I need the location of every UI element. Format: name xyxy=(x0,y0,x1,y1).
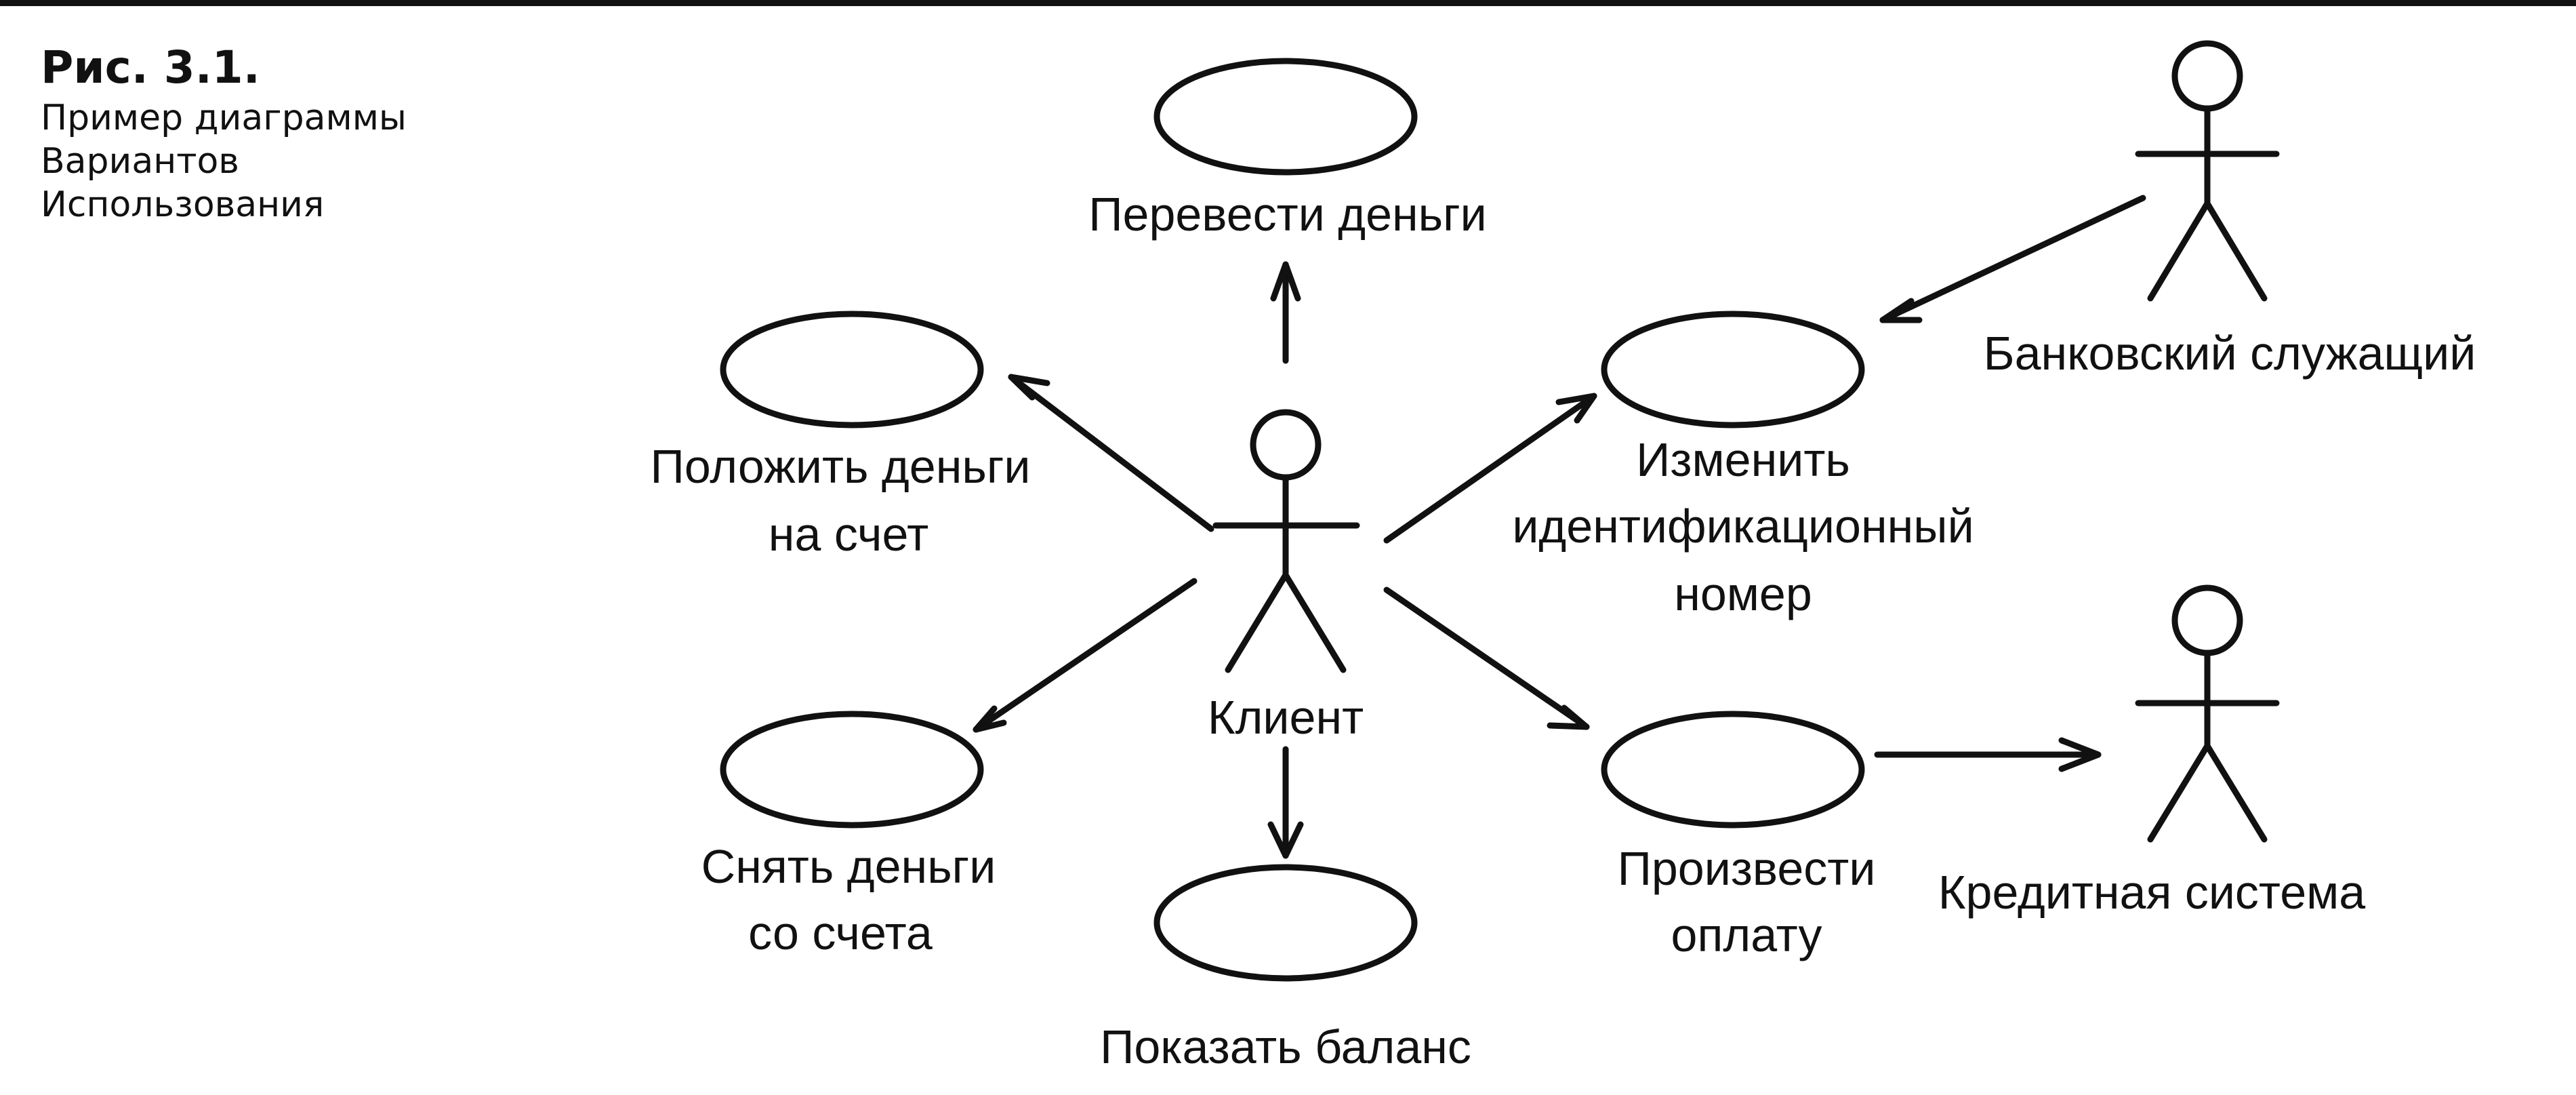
actor-client-label: Клиент xyxy=(1208,691,1364,744)
use-case-withdraw-ellipse xyxy=(720,711,984,829)
arrow-client-to-withdraw xyxy=(973,578,1198,733)
use-case-balance-ellipse xyxy=(1153,864,1418,982)
caption-line-3: Использования xyxy=(41,184,325,225)
caption-title: Рис. 3.1. xyxy=(41,41,260,94)
actor-bank-employee-figure xyxy=(2135,40,2280,302)
use-case-withdraw-label-line-2: со счета xyxy=(748,907,933,959)
actor-credit-system-label: Кредитная система xyxy=(1938,866,2365,919)
actor-credit-system-figure xyxy=(2135,584,2280,843)
use-case-payment-label-line-1: Произвести xyxy=(1618,842,1876,895)
use-case-deposit-ellipse xyxy=(720,311,984,429)
arrow-client-to-change-pin xyxy=(1383,393,1597,544)
arrow-payment-to-credit-system xyxy=(1874,737,2102,772)
figure-caption: Рис. 3.1. Пример диаграммы Вариантов Исп… xyxy=(41,39,556,226)
use-case-transfer-label: Перевести деньги xyxy=(1088,188,1487,241)
top-rule xyxy=(0,0,2576,6)
arrow-client-to-balance xyxy=(1267,746,1304,859)
use-case-balance-label: Показать баланс xyxy=(1100,1020,1471,1073)
use-case-deposit-label-line-2: на счет xyxy=(769,508,928,561)
use-case-deposit-label-line-1: Положить деньги xyxy=(651,440,1031,493)
arrow-client-to-deposit xyxy=(1008,374,1214,532)
caption-line-2: Вариантов xyxy=(41,141,239,182)
arrow-bank-employee-to-change-pin xyxy=(1879,195,2146,323)
actor-client-figure xyxy=(1212,409,1360,673)
caption-line-1: Пример диаграммы xyxy=(41,98,407,138)
arrow-client-to-payment xyxy=(1383,586,1590,730)
use-case-payment-ellipse xyxy=(1601,711,1865,829)
use-case-change-pin-label-line-2: идентификационный xyxy=(1512,500,1974,553)
use-case-change-pin-label-line-1: Изменить xyxy=(1636,433,1850,486)
use-case-change-pin-ellipse xyxy=(1601,311,1865,429)
actor-bank-employee-label: Банковский служащий xyxy=(1984,327,2476,380)
use-case-change-pin-label-line-3: номер xyxy=(1674,568,1812,620)
use-case-transfer-ellipse xyxy=(1153,58,1418,176)
use-case-withdraw-label-line-1: Снять деньги xyxy=(701,840,996,893)
use-case-payment-label-line-2: оплату xyxy=(1671,909,1822,961)
arrow-client-to-transfer xyxy=(1270,261,1301,364)
